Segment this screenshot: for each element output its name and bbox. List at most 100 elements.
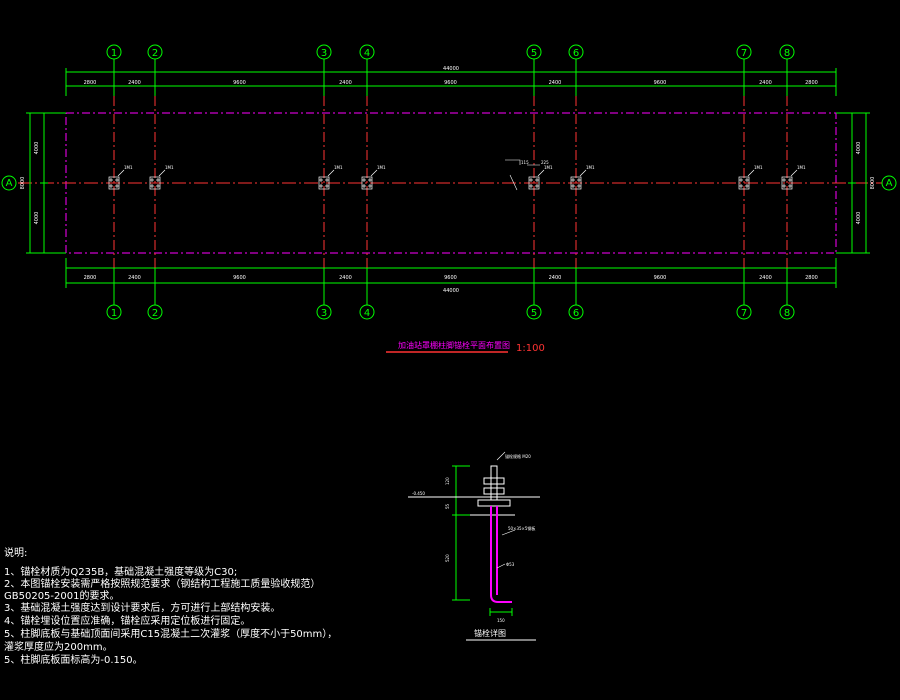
total-dim-top: 44000 (443, 66, 459, 72)
svg-text:8: 8 (784, 48, 790, 59)
svg-text:2: 2 (152, 308, 158, 319)
side-dim-right-top: 4000 (856, 142, 862, 155)
side-dim-left-total: 8000 (20, 177, 26, 190)
bolt-group-2 (149, 169, 166, 190)
notes-line-5: 4、锚栓埋设位置应准确，锚栓应采用定位板进行固定。 (4, 616, 251, 627)
svg-text:1: 1 (111, 48, 117, 59)
dim-bottom-8: 2800 (805, 275, 818, 281)
axis-a-bubble-right: A (881, 175, 897, 191)
plan-scale: 1:100 (516, 343, 545, 354)
total-dim-bottom: 44000 (443, 288, 459, 294)
svg-text:6: 6 (573, 308, 579, 319)
bolt-label-4: 1M1 (377, 165, 386, 170)
notes-line-8: 5、柱脚底板面标高为-0.150。 (4, 655, 143, 666)
dim-bottom-0: 2800 (84, 275, 97, 281)
bolt-group-7 (738, 169, 755, 190)
dim-top-5: 2400 (549, 80, 562, 86)
axis-lines: 1 1 2 2 3 3 4 4 5 5 6 6 7 7 8 8 (106, 44, 795, 320)
notes-line-4: 3、基础混凝土强度达到设计要求后，方可进行上部结构安装。 (4, 603, 281, 614)
axis-bubble-4-top: 4 (359, 44, 375, 60)
detail-bottom-width: 150 (497, 618, 505, 623)
bolt-label-7: 1M1 (754, 165, 763, 170)
svg-text:6: 6 (573, 48, 579, 59)
axis-bubble-1-top: 1 (106, 44, 122, 60)
side-dim-right-total: 8000 (870, 177, 876, 190)
axis-bubble-6-top: 6 (568, 44, 584, 60)
svg-text:A: A (6, 178, 13, 189)
dim-top-2: 9600 (233, 80, 246, 86)
bolt-label-6: 1M1 (586, 165, 595, 170)
axis-bubble-7-top: 7 (736, 44, 752, 60)
svg-text:8: 8 (784, 308, 790, 319)
svg-text:7: 7 (741, 308, 747, 319)
special-dim-115-225 (505, 159, 540, 191)
detail-note-hook: Φ53 (506, 562, 515, 567)
anchor-bolt-groups: 1M1 1M1 1M1 1M1 1M1 1M1 1M1 1M1 (108, 165, 806, 190)
svg-text:3: 3 (321, 48, 327, 59)
anchor-bolt-detail (408, 451, 540, 616)
dim-225: 225 (541, 160, 549, 165)
bolt-group-3 (318, 169, 335, 190)
axis-bubble-3-bottom: 3 (316, 304, 332, 320)
axis-bubble-5-bottom: 5 (526, 304, 542, 320)
dim-top-7: 2400 (759, 80, 772, 86)
bolt-group-4 (361, 169, 378, 190)
notes-line-7: 灌浆厚度应为200mm。 (4, 642, 113, 653)
detail-note-plate: 50×35×5钢板 (508, 525, 535, 531)
axis-bubble-1-bottom: 1 (106, 304, 122, 320)
axis-bubble-2-top: 2 (147, 44, 163, 60)
detail-level: -0.450 (412, 491, 425, 496)
detail-title: 锚栓详图 (474, 628, 506, 638)
dim-top-0: 2800 (84, 80, 97, 86)
side-dim-left-bottom: 4000 (34, 212, 40, 225)
dim-bottom-6: 9600 (654, 275, 667, 281)
axis-bubble-4-bottom: 4 (359, 304, 375, 320)
bolt-label-2: 1M1 (165, 165, 174, 170)
plan-title: 加油站罩棚柱脚锚栓平面布置图 (398, 340, 510, 350)
side-dim-right-bottom: 4000 (856, 212, 862, 225)
bolt-label-5: 1M1 (544, 165, 553, 170)
svg-text:5: 5 (531, 48, 537, 59)
dim-bottom-4: 9600 (444, 275, 457, 281)
bolt-group-6 (570, 169, 587, 190)
dim-bottom-5: 2400 (549, 275, 562, 281)
svg-text:5: 5 (531, 308, 537, 319)
bolt-label-3: 1M1 (334, 165, 343, 170)
dim-bottom-3: 2400 (339, 275, 352, 281)
detail-label-top: 锚栓规格 M20 (505, 453, 531, 459)
bolt-label-1: 1M1 (124, 165, 133, 170)
axis-bubble-5-top: 5 (526, 44, 542, 60)
dim-top-8: 2800 (805, 80, 818, 86)
dim-top-6: 9600 (654, 80, 667, 86)
dim-115: 115 (521, 160, 529, 165)
bolt-group-5 (528, 169, 545, 190)
notes-heading: 说明: (4, 548, 28, 559)
dim-top-4: 9600 (444, 80, 457, 86)
axis-a-bubble-left: A (1, 175, 17, 191)
dim-bottom-1: 2400 (128, 275, 141, 281)
detail-dim-55: 55 (445, 503, 450, 509)
svg-text:3: 3 (321, 308, 327, 319)
axis-bubble-6-bottom: 6 (568, 304, 584, 320)
svg-text:A: A (886, 178, 893, 189)
svg-text:7: 7 (741, 48, 747, 59)
dimension-texts: 2800 2800 2400 2400 9600 9600 2400 2400 9600 9600… (84, 80, 818, 281)
axis-bubble-8-bottom: 8 (779, 304, 795, 320)
notes-line-2: 2、本图锚栓安装需严格按照规范要求（钢结构工程施工质量验收规范） (4, 579, 321, 590)
detail-dim-520: 520 (445, 554, 450, 562)
notes-line-6: 5、柱脚底板与基础顶面间采用C15混凝土二次灌浆（厚度不小于50mm）， (4, 629, 338, 640)
svg-text:2: 2 (152, 48, 158, 59)
bolt-label-8: 1M1 (797, 165, 806, 170)
bolt-group-1 (108, 169, 125, 190)
axis-bubble-8-top: 8 (779, 44, 795, 60)
top-dimensions (26, 68, 870, 288)
notes-line-1: 1、锚栓材质为Q235B，基础混凝土强度等级为C30; (4, 567, 238, 578)
side-dim-left-top: 4000 (34, 142, 40, 155)
dim-bottom-2: 9600 (233, 275, 246, 281)
notes-line-3: GB50205-2001的要求。 (4, 591, 120, 602)
svg-text:4: 4 (364, 48, 370, 59)
dim-bottom-7: 2400 (759, 275, 772, 281)
axis-bubble-2-bottom: 2 (147, 304, 163, 320)
dim-top-1: 2400 (128, 80, 141, 86)
